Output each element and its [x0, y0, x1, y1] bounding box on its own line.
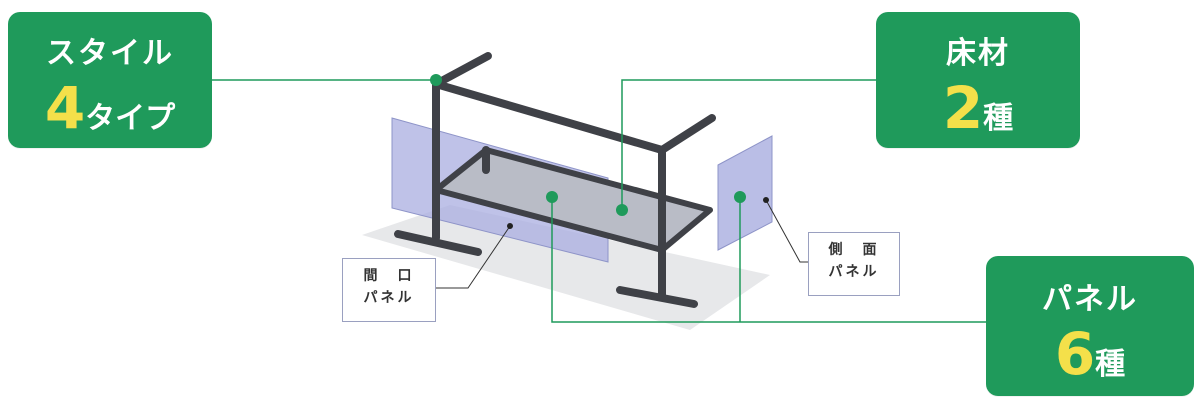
- style-connector-dot: [430, 74, 442, 86]
- label-leaders: [436, 199, 808, 289]
- style-badge: スタイル 4タイプ: [8, 12, 212, 148]
- connector-lines: [212, 79, 986, 323]
- panel-badge-number: 6: [1054, 320, 1096, 388]
- style-badge-title: スタイル: [46, 36, 174, 71]
- style-badge-number: 4: [44, 74, 86, 142]
- side-panel-label-line2: パネル: [828, 264, 880, 280]
- side-panel: [717, 135, 773, 251]
- shelf-surface: [433, 147, 713, 253]
- table-frame: [394, 52, 716, 308]
- floor-badge-title: 床材: [946, 36, 1010, 71]
- floor-badge: 床材 2種: [876, 12, 1080, 148]
- style-badge-unit: タイプ: [85, 101, 176, 136]
- front-panel-connector-dot: [546, 191, 558, 203]
- panel-badge: パネル 6種: [986, 256, 1194, 396]
- floor-badge-unit: 種: [983, 101, 1014, 136]
- side-label-dot: [763, 197, 769, 203]
- side-panel-label-line1: 側 面: [828, 242, 880, 258]
- front-panel-label-line2: パネル: [363, 290, 415, 306]
- front-panel-label: 間 口 パネル: [342, 258, 436, 322]
- floor-connector-dot: [616, 204, 628, 216]
- side-panel-connector-dot: [734, 191, 746, 203]
- front-label-dot: [507, 223, 513, 229]
- panel-badge-unit: 種: [1095, 347, 1126, 382]
- panel-badge-title: パネル: [1042, 282, 1138, 317]
- side-panel-label: 側 面 パネル: [808, 232, 900, 296]
- front-panel-label-line1: 間 口: [363, 268, 415, 284]
- floor-badge-number: 2: [942, 74, 984, 142]
